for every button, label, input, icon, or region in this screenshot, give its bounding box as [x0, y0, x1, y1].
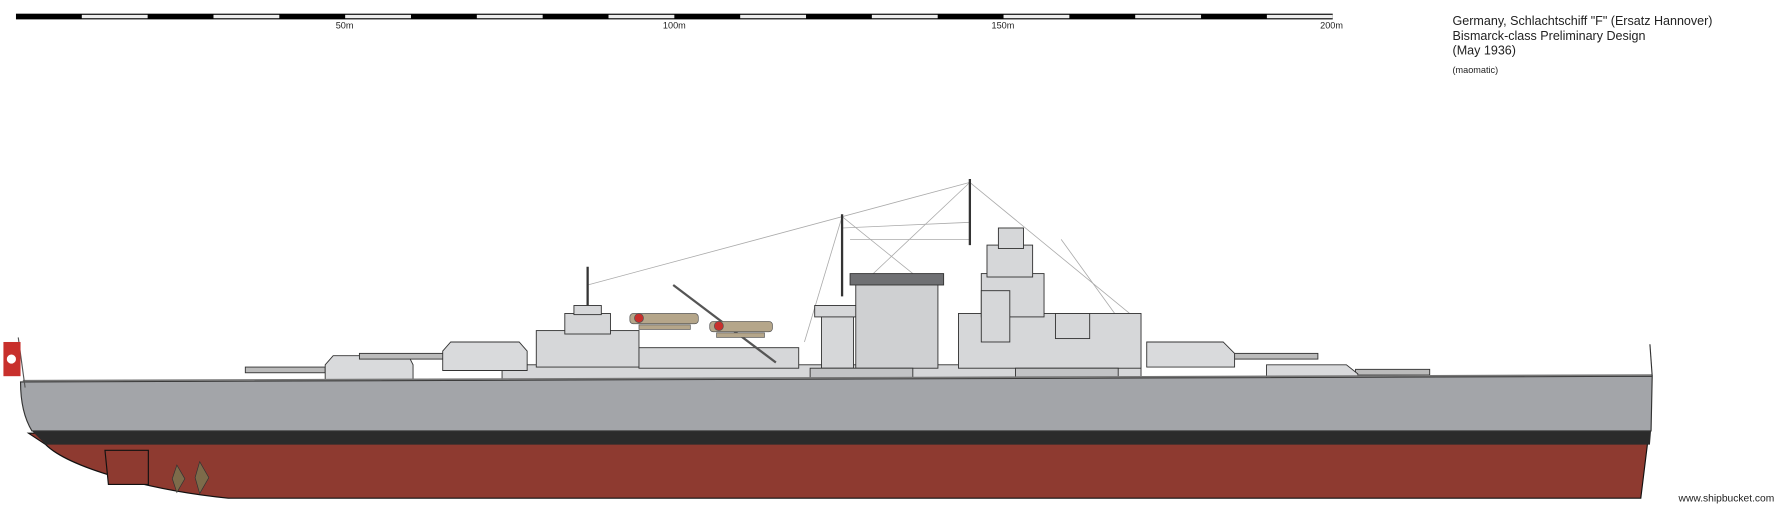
turret-caesar	[358, 341, 528, 371]
scale-bar-segment	[608, 14, 675, 19]
scale-bar-segment	[740, 14, 807, 19]
scale-bar-segment	[1266, 14, 1333, 19]
rudder	[104, 449, 149, 486]
superstructure	[501, 227, 1142, 386]
scale-bar-segment	[1135, 14, 1202, 19]
caption-credit: (maomatic)	[1453, 65, 1499, 75]
propeller	[194, 460, 210, 495]
caption-date: (May 1936)	[1453, 44, 1516, 58]
hull-boot-top	[31, 430, 1652, 445]
scale-label-50m: 50m	[336, 21, 354, 31]
scale-bar-segment	[476, 14, 543, 19]
propeller	[171, 464, 186, 494]
scale-bar-segment	[81, 14, 148, 19]
scale-bar-segment	[1003, 14, 1070, 19]
scale-bar	[15, 13, 1333, 20]
scale-label-200m: 200m	[1320, 21, 1343, 31]
scale-label-100m: 100m	[663, 21, 686, 31]
caption-title: Germany, Schlachtschiff "F" (Ersatz Hann…	[1453, 14, 1713, 28]
scale-bar-segment	[345, 14, 411, 19]
hull-topside	[19, 375, 1653, 432]
watermark: www.shipbucket.com	[1678, 494, 1775, 505]
scale-bar-segment	[871, 14, 938, 19]
scale-bar-segment	[213, 14, 280, 19]
ensign-flag	[3, 337, 26, 388]
rigging	[587, 182, 1136, 343]
funnel	[855, 278, 939, 369]
caption-subtitle: Bismarck-class Preliminary Design	[1453, 29, 1646, 43]
hull	[19, 344, 1653, 499]
turret-bruno	[1146, 341, 1319, 368]
scale-label-150m: 150m	[992, 21, 1015, 31]
seaplanes	[629, 313, 773, 338]
